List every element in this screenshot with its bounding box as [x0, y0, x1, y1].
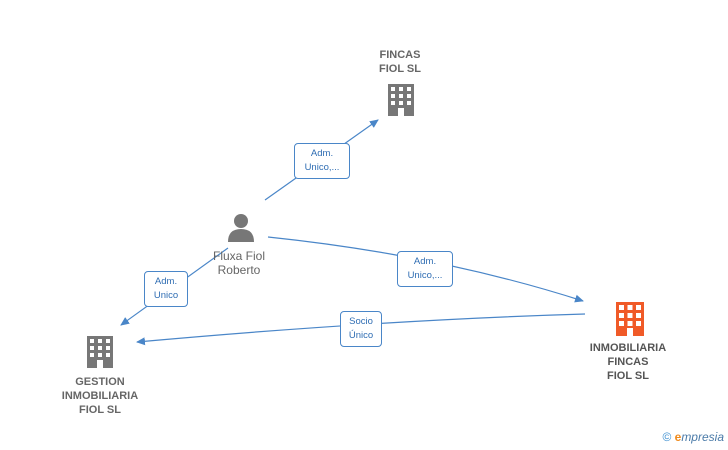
- edge-label-inmobiliaria-gestion[interactable]: Socio Único: [340, 311, 382, 347]
- building-icon[interactable]: [87, 336, 113, 368]
- node-label-fincas-fiol[interactable]: FINCAS FIOL SL: [379, 49, 421, 75]
- building-icon[interactable]: [616, 302, 644, 336]
- empresia-watermark: © empresia: [662, 430, 724, 444]
- node-label-inmobiliaria-fincas-fiol[interactable]: INMOBILIARIA FINCAS FIOL SL: [589, 342, 667, 382]
- node-label-fluxa-fiol-roberto[interactable]: Fluxa Fiol Roberto: [212, 249, 265, 277]
- node-label-gestion-inmobiliaria-fiol[interactable]: GESTION INMOBILIARIA FIOL SL: [61, 376, 139, 416]
- brand-name: mpresia: [681, 430, 724, 444]
- copyright-icon: ©: [662, 430, 672, 444]
- building-icon[interactable]: [388, 84, 414, 116]
- edge-label-person-inmobiliaria[interactable]: Adm. Unico,...: [397, 251, 453, 287]
- edge-label-person-fincas[interactable]: Adm. Unico,...: [294, 143, 350, 179]
- brand-initial: e: [674, 430, 682, 444]
- edge-label-person-gestion[interactable]: Adm. Unico: [144, 271, 188, 307]
- person-icon[interactable]: [228, 214, 254, 242]
